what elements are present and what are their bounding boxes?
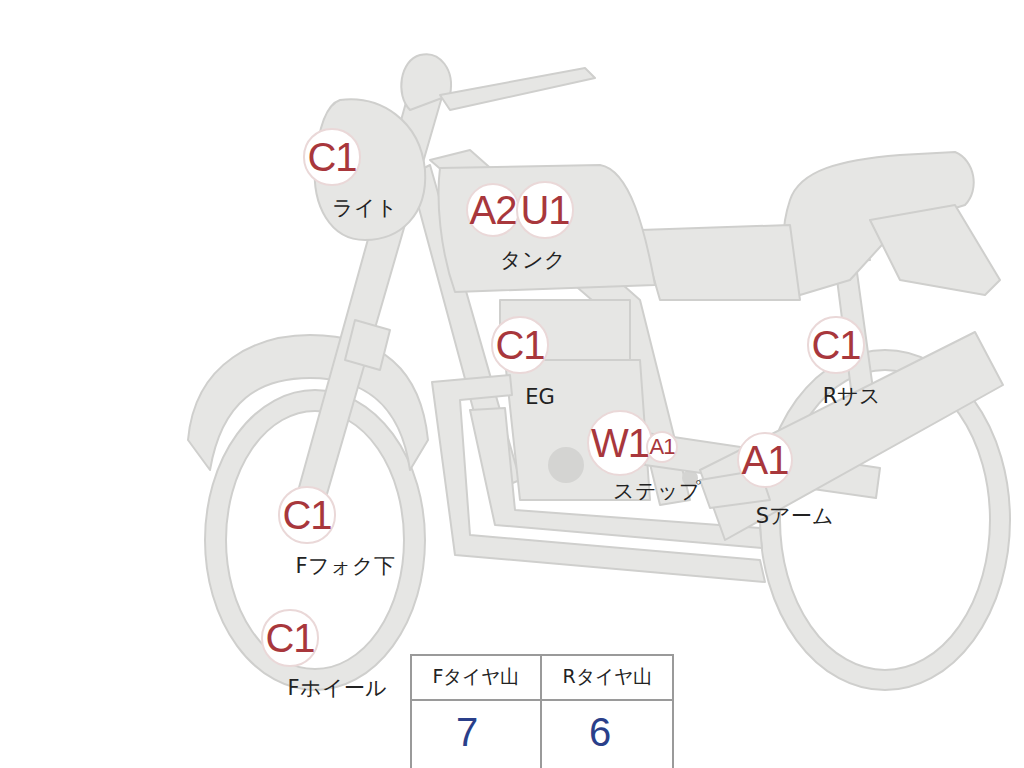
part-name: Fフォク下: [295, 556, 394, 577]
part-name: Rサス: [823, 386, 882, 407]
callout-code: C1: [307, 137, 356, 177]
part-name: タンク: [500, 250, 566, 271]
part-name: EG: [525, 387, 555, 408]
table-header: Fタイヤ山: [433, 667, 520, 686]
part-name: Sアーム: [756, 506, 834, 527]
part-name: ステップ: [613, 481, 701, 502]
callout-code: A1: [742, 440, 789, 480]
part-name: Fホイール: [287, 678, 386, 699]
table-cell: 7: [456, 712, 478, 752]
code-circle: C1: [278, 486, 335, 543]
table-header: Rタイヤ山: [562, 667, 651, 686]
tire-table: [411, 655, 673, 768]
callout-code: C1: [495, 325, 544, 365]
code-circle: C1: [303, 128, 360, 185]
code-circle: A2: [466, 183, 521, 238]
code-circle: A1: [737, 432, 793, 488]
table-cell: 6: [589, 712, 611, 752]
callout-code: C1: [282, 495, 331, 535]
code-circle: C1: [807, 316, 864, 373]
code-circle: W1: [587, 410, 653, 476]
code-circle: C1: [261, 609, 318, 666]
callout-code: U1: [520, 190, 569, 230]
callout-code: A1: [650, 436, 675, 458]
code-circle: C1: [491, 316, 548, 373]
callout-code: C1: [265, 618, 314, 658]
code-circle: A1: [646, 431, 679, 464]
callout-code: C1: [811, 325, 860, 365]
callout-code: W1: [591, 423, 649, 463]
callout-code: A2: [470, 190, 517, 230]
code-circle: U1: [516, 181, 573, 238]
part-name: ライト: [332, 198, 398, 219]
